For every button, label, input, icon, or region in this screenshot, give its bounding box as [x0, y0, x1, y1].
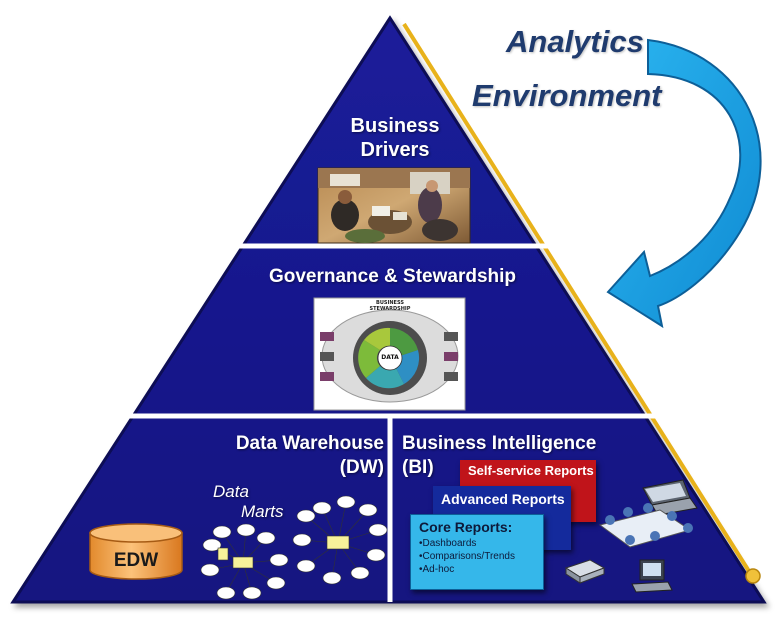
gold-edge-dot — [745, 568, 761, 584]
data-warehouse-title: Data Warehouse (DW) — [212, 432, 384, 480]
core-reports-title: Core Reports: — [419, 519, 513, 535]
curved-arrow-icon — [606, 38, 762, 329]
database-cylinder-icon — [89, 523, 183, 580]
business-drivers-line2: Drivers — [360, 139, 430, 161]
stewardship-diagram — [313, 297, 466, 411]
printer-icon — [564, 559, 606, 584]
governance-title: Governance & Stewardship — [268, 266, 517, 287]
gold-edge-line — [402, 22, 754, 578]
business-intelligence-title: Business Intelligence (BI) — [402, 432, 596, 480]
people-at-table-icon — [598, 503, 693, 548]
core-report-item: •Comparisons/Trends — [419, 551, 515, 562]
business-intelligence-title-line1: Business Intelligence — [402, 433, 597, 454]
stewardship-heading-line1: BUSINESS — [376, 300, 404, 306]
data-marts-label: Data Marts — [213, 482, 284, 522]
data-mart-cluster-right — [292, 495, 388, 585]
stewardship-heading-line2: STEWARDSHIP — [369, 306, 411, 312]
desktop-computer-icon — [631, 559, 673, 593]
business-drivers-label: Business Drivers — [340, 114, 450, 162]
advanced-reports-label: Advanced Reports — [441, 491, 565, 507]
self-service-reports-label: Self-service Reports — [468, 463, 594, 478]
stewardship-heading: BUSINESS STEWARDSHIP — [354, 300, 426, 312]
data-warehouse-title-line1: Data Warehouse — [235, 433, 384, 454]
core-report-item: •Ad-hoc — [419, 564, 455, 575]
analytics-title-line1: Analytics — [506, 24, 644, 59]
business-intelligence-title-line2: (BI) — [402, 457, 434, 478]
core-reports-list: •Dashboards •Comparisons/Trends •Ad-hoc — [419, 537, 543, 576]
data-marts-line2: Marts — [241, 502, 284, 521]
data-marts-line1: Data — [213, 482, 249, 501]
stewardship-center-label: DATA — [381, 354, 399, 361]
core-reports-card: Core Reports: •Dashboards •Comparisons/T… — [410, 514, 544, 590]
people-office-photo — [317, 167, 471, 244]
business-drivers-line1: Business — [350, 115, 440, 137]
data-warehouse-title-line2: (DW) — [339, 457, 384, 478]
data-mart-cluster-left — [200, 523, 289, 600]
edw-label: EDW — [113, 550, 159, 571]
analytics-title-line2: Environment — [472, 78, 662, 113]
core-report-item: •Dashboards — [419, 538, 477, 549]
